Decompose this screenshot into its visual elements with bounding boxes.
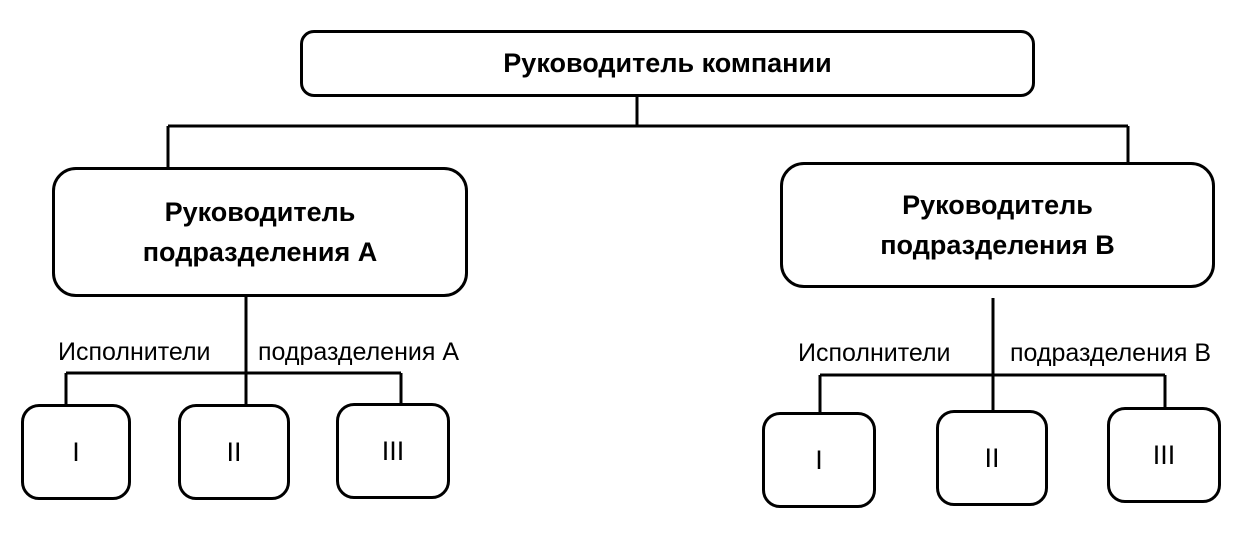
department-b-head-line2: подразделения В bbox=[880, 230, 1115, 260]
department-a-executors-label-right: подразделения А bbox=[258, 338, 460, 366]
department-a-worker-1-node: I bbox=[21, 404, 131, 500]
department-a-head-line2: подразделения А bbox=[142, 237, 378, 267]
company-head-label: Руководитель компании bbox=[503, 48, 832, 78]
department-b-head-node: Руководитель подразделения В bbox=[780, 162, 1215, 288]
department-a-head-node: Руководитель подразделения А bbox=[52, 167, 468, 297]
department-a-executors-label-left: Исполнители bbox=[58, 338, 211, 366]
department-b-worker-1-node: I bbox=[762, 412, 876, 508]
worker-label: III bbox=[381, 435, 405, 466]
department-b-executors-label-left: Исполнители bbox=[798, 339, 951, 367]
worker-label: I bbox=[72, 436, 80, 467]
worker-label: II bbox=[984, 442, 1000, 473]
company-head-node: Руководитель компании bbox=[300, 30, 1035, 97]
department-b-executors-label-right: подразделения В bbox=[1010, 339, 1212, 367]
department-b-worker-2-node: II bbox=[936, 410, 1048, 506]
department-b-head-line1: Руководитель bbox=[902, 190, 1093, 220]
department-a-worker-2-node: II bbox=[178, 404, 290, 500]
worker-label: II bbox=[226, 436, 242, 467]
department-a-worker-3-node: III bbox=[336, 403, 450, 499]
worker-label: I bbox=[815, 444, 823, 475]
department-a-head-line1: Руководитель bbox=[164, 197, 356, 227]
worker-label: III bbox=[1152, 439, 1176, 470]
department-b-worker-3-node: III bbox=[1107, 407, 1221, 503]
